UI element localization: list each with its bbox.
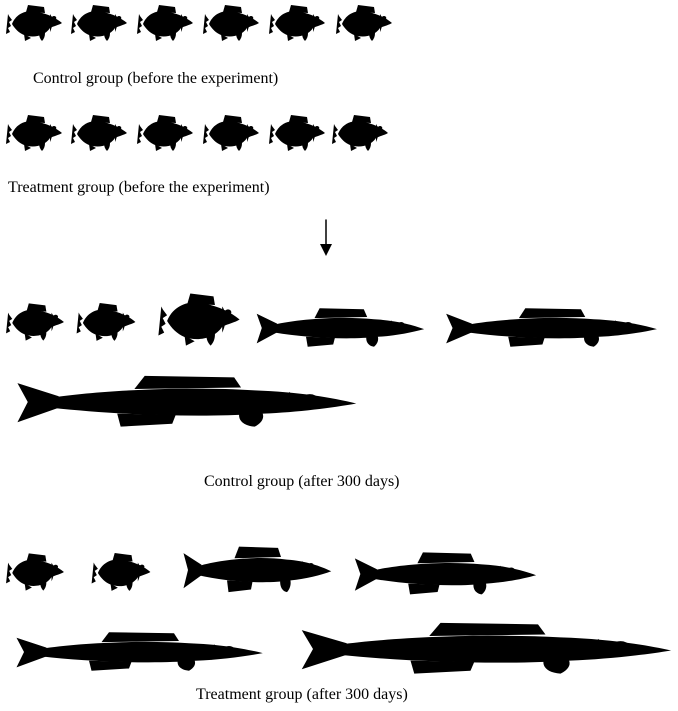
deep-bodied-fish-icon bbox=[4, 552, 66, 594]
deep-bodied-fish-icon bbox=[267, 4, 327, 44]
deep-bodied-fish-icon bbox=[4, 114, 64, 154]
elongated-fish-icon bbox=[444, 306, 658, 350]
deep-bodied-fish-icon bbox=[4, 302, 66, 344]
elongated-fish-icon bbox=[14, 373, 358, 431]
down-arrow-icon bbox=[316, 218, 336, 258]
deep-bodied-fish-icon bbox=[4, 4, 64, 44]
elongated-fish-icon bbox=[14, 630, 264, 674]
deep-bodied-fish-icon bbox=[155, 292, 243, 350]
deep-bodied-fish-icon bbox=[201, 114, 261, 154]
treatment-before-label: Treatment group (before the experiment) bbox=[8, 179, 270, 197]
elongated-fish-icon bbox=[182, 544, 332, 596]
treatment-after-label: Treatment group (after 300 days) bbox=[196, 686, 408, 704]
deep-bodied-fish-icon bbox=[135, 4, 195, 44]
elongated-fish-icon bbox=[255, 306, 425, 350]
control-after-label: Control group (after 300 days) bbox=[204, 473, 400, 491]
deep-bodied-fish-icon bbox=[72, 552, 170, 594]
control-before-label: Control group (before the experiment) bbox=[33, 70, 278, 88]
deep-bodied-fish-icon bbox=[267, 114, 327, 154]
deep-bodied-fish-icon bbox=[330, 114, 390, 154]
deep-bodied-fish-icon bbox=[69, 114, 129, 154]
deep-bodied-fish-icon bbox=[334, 4, 394, 44]
deep-bodied-fish-icon bbox=[74, 302, 138, 344]
elongated-fish-icon bbox=[353, 550, 537, 598]
deep-bodied-fish-icon bbox=[69, 4, 129, 44]
deep-bodied-fish-icon bbox=[135, 114, 195, 154]
deep-bodied-fish-icon bbox=[201, 4, 261, 44]
elongated-fish-icon bbox=[298, 620, 673, 678]
